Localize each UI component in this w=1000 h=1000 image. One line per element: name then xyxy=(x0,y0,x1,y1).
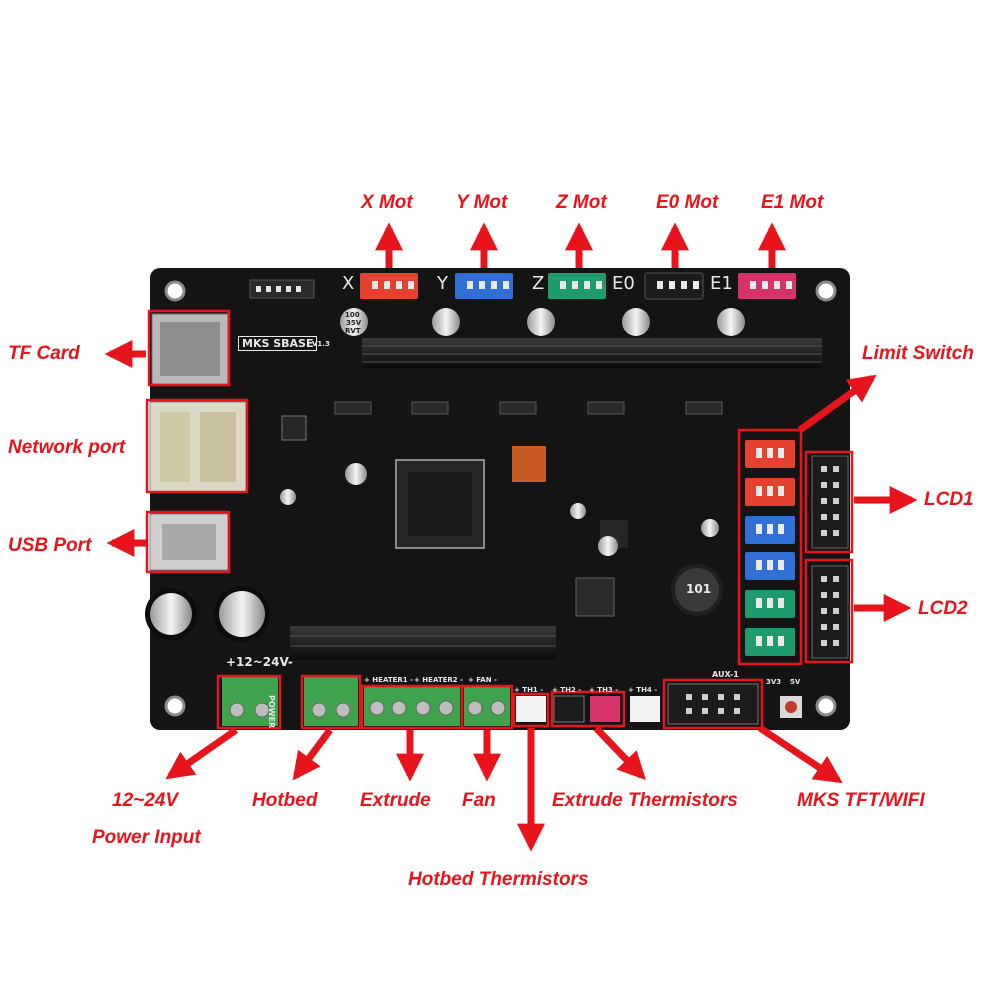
axis-letter-y: Y xyxy=(437,273,448,294)
label-lcd1: LCD1 xyxy=(924,489,974,510)
power-silk: +12~24V- xyxy=(226,655,293,669)
label-extrude: Extrude xyxy=(360,790,431,811)
capacitor-value: 100 xyxy=(345,311,360,319)
axis-letter-e1: E1 xyxy=(710,273,733,294)
label-tf-card: TF Card xyxy=(8,343,80,364)
aux-1-header xyxy=(667,683,759,725)
label-hotbed-thermistors: Hotbed Thermistors xyxy=(408,869,589,890)
capacitor-brand: RVT xyxy=(345,327,361,335)
label-fan: Fan xyxy=(462,790,496,811)
fan-silk: + FAN - xyxy=(468,676,497,684)
aux-thermistor-connector xyxy=(630,696,660,722)
stepper-heatsink xyxy=(362,338,822,368)
power-capacitors xyxy=(145,463,719,642)
highlight-boxes xyxy=(145,309,854,730)
mosfet-heatsink xyxy=(290,626,556,660)
lcd1-header xyxy=(811,455,849,549)
heater1-silk: + HEATER1 - xyxy=(364,676,413,684)
jumper-3v3-silk: 3V3 xyxy=(766,678,782,686)
label-network-port: Network port xyxy=(8,437,126,458)
label-mks-tft-wifi: MKS TFT/WIFI xyxy=(797,790,925,811)
pin-headers xyxy=(249,279,723,415)
label-x-mot: X Mot xyxy=(361,192,413,213)
label-y-mot: Y Mot xyxy=(456,192,508,213)
power-vertical-silk: POWER xyxy=(267,695,276,729)
dip-switch xyxy=(512,446,546,482)
label-power-input: Power Input xyxy=(92,827,201,848)
label-e0-mot: E0 Mot xyxy=(656,192,719,213)
aux-1-silk: AUX-1 xyxy=(712,670,739,679)
label-extrude-thermistors: Extrude Thermistors xyxy=(552,790,738,811)
lcd2-header xyxy=(811,565,849,659)
label-lcd2: LCD2 xyxy=(918,598,968,619)
extruder-thermistor-connector-2 xyxy=(590,696,620,722)
inductor-silk: 101 xyxy=(686,582,712,596)
heater2-silk: + HEATER2 - xyxy=(414,676,463,684)
inductor xyxy=(671,564,723,616)
label-limit-switch: Limit Switch xyxy=(862,343,974,364)
jumper-5v-silk: 5V xyxy=(790,678,801,686)
pcb-board xyxy=(150,268,850,730)
capacitor-voltage: 35V xyxy=(346,319,362,327)
label-power-voltage: 12~24V xyxy=(112,790,179,811)
axis-letter-x: X xyxy=(342,273,355,294)
axis-letter-e0: E0 xyxy=(612,273,635,294)
th1-silk: + TH1 - xyxy=(514,686,544,694)
label-z-mot: Z Mot xyxy=(556,192,607,213)
th2-silk: + TH2 - xyxy=(552,686,582,694)
label-e1-mot: E1 Mot xyxy=(761,192,824,213)
board-version-silk: V1.3 xyxy=(312,340,330,348)
callout-arrows xyxy=(104,222,918,852)
board-name-silk: MKS SBASE xyxy=(238,336,318,351)
th4-silk: + TH4 - xyxy=(628,686,658,694)
hotbed-thermistor-connector xyxy=(516,696,546,722)
th3-silk: + TH3 - xyxy=(589,686,619,694)
mounting-holes xyxy=(164,280,837,717)
driver-capacitors xyxy=(340,308,745,336)
axis-letter-z: Z xyxy=(532,273,545,294)
extruder-thermistor-connector-1 xyxy=(553,695,585,723)
label-usb-port: USB Port xyxy=(8,535,92,556)
label-hotbed: Hotbed xyxy=(252,790,318,811)
